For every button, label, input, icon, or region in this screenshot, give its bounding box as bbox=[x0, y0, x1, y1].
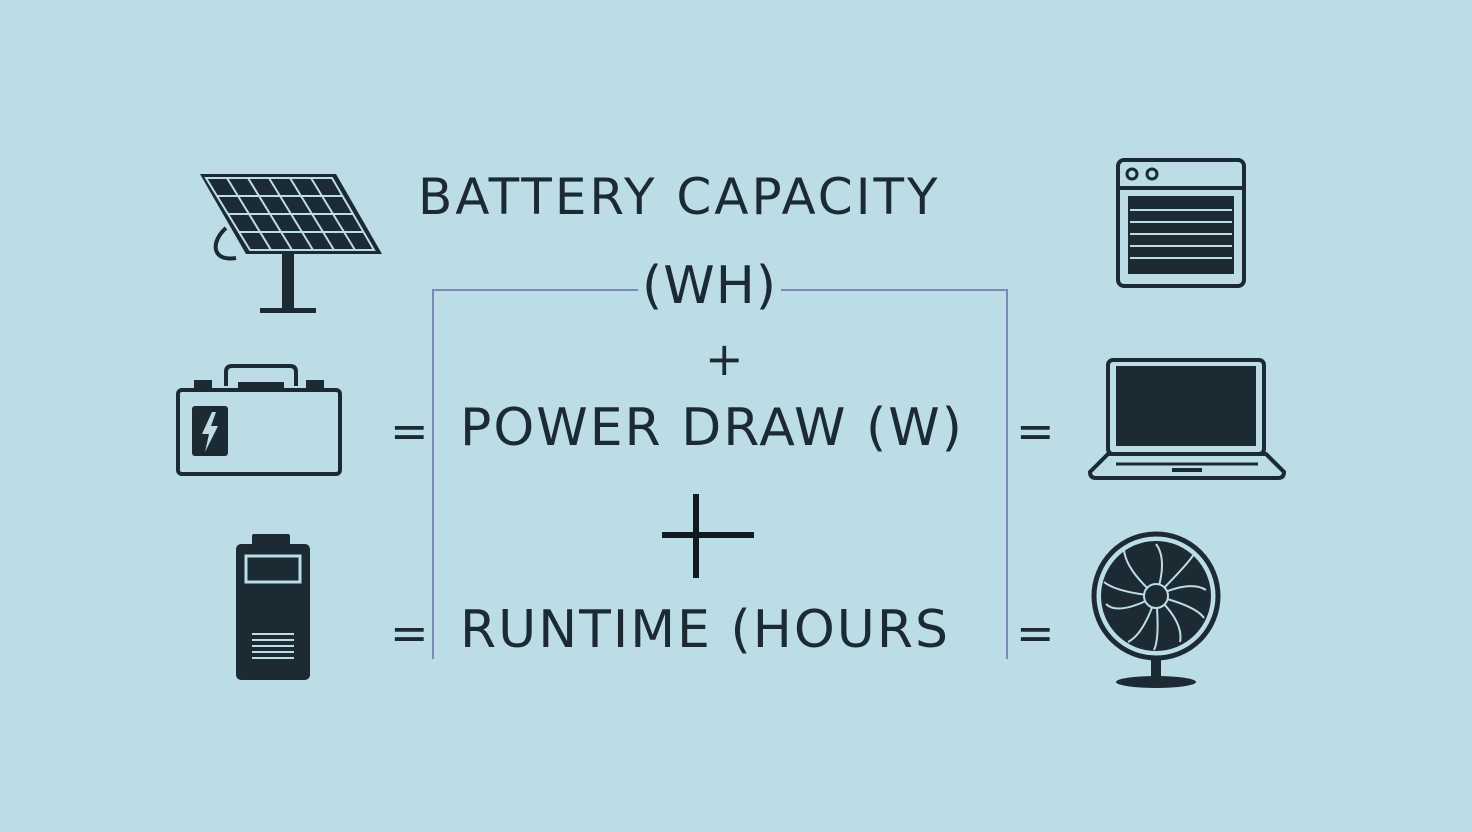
plus-sign-large bbox=[662, 494, 756, 578]
term-power-draw: POWER DRAW (W) bbox=[460, 398, 964, 458]
car-battery-icon bbox=[174, 364, 344, 478]
equals-sign-left-1: = bbox=[390, 404, 429, 458]
appliance-window-icon bbox=[1114, 156, 1248, 290]
title-line-2: (WH) bbox=[638, 260, 782, 312]
plus-sign-small: + bbox=[705, 332, 746, 386]
solar-panel-icon bbox=[196, 170, 388, 316]
fan-icon bbox=[1088, 530, 1228, 690]
equals-sign-right-1: = bbox=[1016, 404, 1055, 458]
equals-sign-right-2: = bbox=[1016, 606, 1055, 660]
laptop-icon bbox=[1086, 356, 1288, 482]
title-line-1: BATTERY CAPACITY bbox=[418, 168, 941, 226]
term-runtime: RUNTIME (HOURS bbox=[460, 600, 950, 660]
equals-sign-left-2: = bbox=[390, 606, 429, 660]
power-bank-icon bbox=[234, 532, 312, 682]
